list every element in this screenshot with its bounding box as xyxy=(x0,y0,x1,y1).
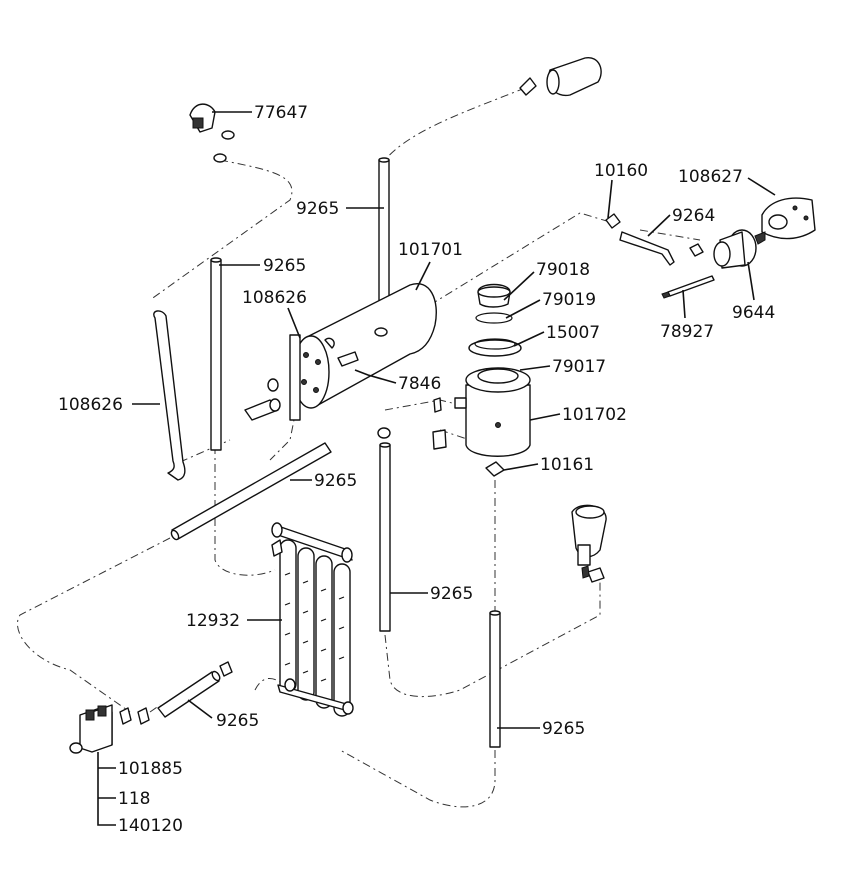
pump-9644 xyxy=(713,229,766,269)
label-10160: 10160 xyxy=(594,161,648,181)
label-108627: 108627 xyxy=(678,167,743,187)
label-79018: 79018 xyxy=(536,260,590,280)
hose-9264 xyxy=(605,213,704,266)
hose-routing-lines xyxy=(17,87,701,808)
tube-9265-upper-left xyxy=(210,257,222,451)
boiler-101701 xyxy=(244,283,437,421)
label-118: 118 xyxy=(118,789,150,809)
tube-9265-diagonal xyxy=(170,442,332,541)
tube-9265-middle xyxy=(379,442,391,632)
label-9265-diagonal: 9265 xyxy=(314,471,357,491)
tank-101702 xyxy=(432,283,531,477)
label-140120: 140120 xyxy=(118,816,183,836)
fitting-7846 xyxy=(377,427,391,439)
label-9644: 9644 xyxy=(732,303,775,323)
bent-hose-108626-left xyxy=(153,310,186,481)
heat-exchanger-12932 xyxy=(219,522,354,717)
label-101885: 101885 xyxy=(118,759,183,779)
label-9265-left: 9265 xyxy=(263,256,306,276)
label-9264: 9264 xyxy=(672,206,715,226)
label-79017: 79017 xyxy=(552,357,606,377)
valve-block-101885 xyxy=(69,704,150,754)
bracket-108627 xyxy=(761,197,816,240)
leader-lines xyxy=(97,111,776,826)
label-101701: 101701 xyxy=(398,240,463,260)
elbow-valve-77647 xyxy=(189,103,235,163)
label-78927: 78927 xyxy=(660,322,714,342)
label-101702: 101702 xyxy=(562,405,627,425)
label-7846: 7846 xyxy=(398,374,441,394)
label-9265-upper: 9265 xyxy=(296,199,339,219)
label-9265-right: 9265 xyxy=(542,719,585,739)
label-15007: 15007 xyxy=(546,323,600,343)
label-108626-left: 108626 xyxy=(58,395,123,415)
group-fitting-right xyxy=(571,504,607,583)
label-9265-short: 9265 xyxy=(216,711,259,731)
part-labels: 77647 9265 9265 101701 108626 108626 784… xyxy=(58,103,775,836)
label-10161: 10161 xyxy=(540,455,594,475)
tube-9265-right xyxy=(489,610,501,748)
rod-78927 xyxy=(661,275,715,299)
label-12932: 12932 xyxy=(186,611,240,631)
label-79019: 79019 xyxy=(542,290,596,310)
label-77647: 77647 xyxy=(254,103,308,123)
label-108626-upper: 108626 xyxy=(242,288,307,308)
elbow-fitting-top xyxy=(519,57,602,97)
tube-9265-short xyxy=(157,670,221,718)
label-9265-middle: 9265 xyxy=(430,584,473,604)
